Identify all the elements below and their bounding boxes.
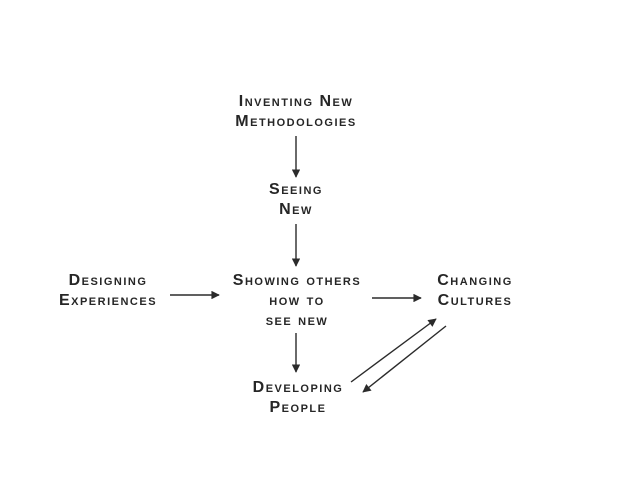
node-text-line: how to [269,292,325,309]
node-text-line: New [279,201,313,218]
node-designing-experiences: Designing Experiences [59,271,157,311]
node-text-line: Experiences [58,292,158,309]
node-text-line: Designing [68,272,148,289]
node-changing-cultures: Changing Cultures [437,271,513,311]
node-text-line: Cultures [437,292,513,309]
node-inventing-new-methodologies: Inventing New Methodologies [235,92,356,132]
node-text-line: Developing [252,379,344,396]
node-showing-others-how-to-see-new: Showing others how to see new [233,271,361,331]
node-text-line: Showing others [232,272,362,289]
node-seeing-new: Seeing New [269,180,323,220]
node-text-line: see new [265,312,329,329]
node-developing-people: Developing People [253,378,344,418]
node-text-line: Inventing New [238,93,354,110]
node-text-line: Seeing [269,181,323,198]
arrow-developing-to-changing [350,318,437,383]
arrow-changing-to-developing [362,325,447,393]
node-text-line: Changing [437,272,513,289]
node-text-line: Methodologies [235,113,357,130]
node-text-line: People [269,399,327,416]
